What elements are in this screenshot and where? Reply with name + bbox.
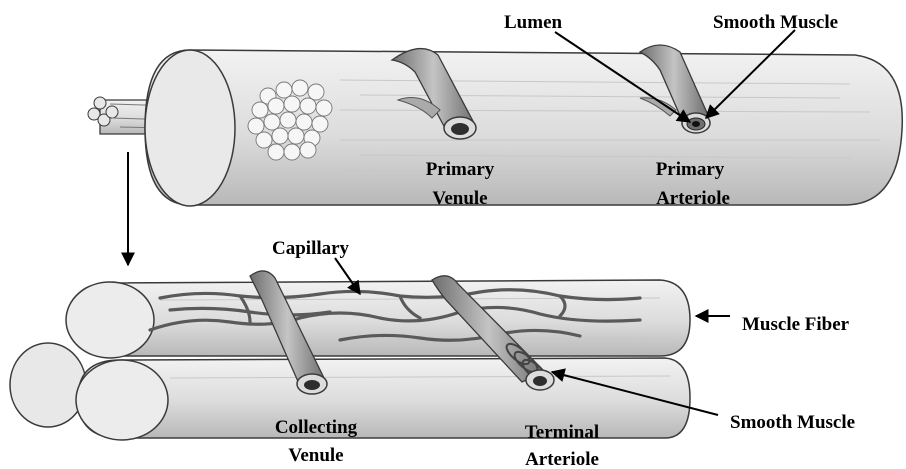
fiber-end-back	[10, 343, 86, 427]
label-terminal-arteriole-line2: Arteriole	[525, 449, 599, 469]
label-terminal-arteriole-line1: Terminal	[525, 422, 599, 443]
label-primary-venule-line2: Venule	[432, 188, 487, 209]
bottom-muscle-fibers	[10, 271, 690, 440]
label-smooth-muscle-bottom: Smooth Muscle	[730, 412, 855, 433]
label-primary-arteriole-line2: Arteriole	[656, 188, 730, 209]
top-muscle-bundle	[88, 45, 902, 206]
label-capillary: Capillary	[272, 238, 350, 259]
label-muscle-fiber: Muscle Fiber	[742, 314, 850, 335]
label-collecting-venule-line1: Collecting	[275, 417, 358, 438]
label-primary-venule-line1: Primary	[426, 159, 495, 180]
fascicle-end-face	[145, 50, 235, 206]
label-lumen: Lumen	[504, 12, 563, 33]
label-collecting-venule-line2: Venule	[288, 445, 343, 466]
label-primary-arteriole-line1: Primary	[656, 159, 725, 180]
label-smooth-muscle-top: Smooth Muscle	[713, 12, 838, 33]
